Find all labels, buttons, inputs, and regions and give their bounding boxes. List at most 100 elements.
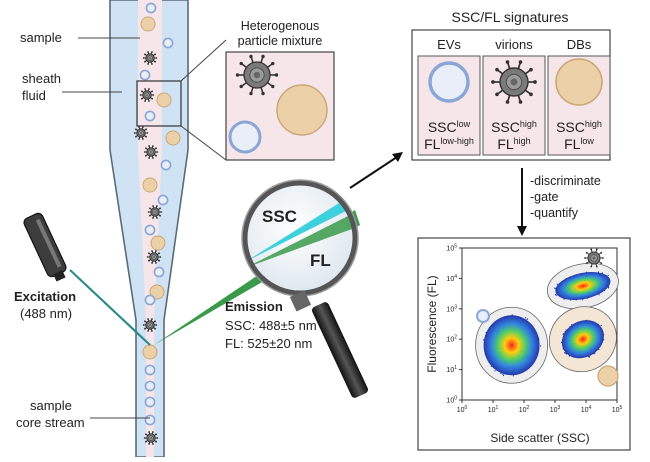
virion-particle xyxy=(143,431,159,445)
plot-db-marker xyxy=(597,365,619,387)
signature-ev-icon xyxy=(428,61,470,103)
magnifier-handle xyxy=(289,290,368,398)
density-heatmap xyxy=(483,315,540,376)
plot-ylabel: Fluorescence (FL) xyxy=(425,275,439,372)
plot-clusters xyxy=(475,262,619,384)
ev-particle xyxy=(144,364,156,376)
x-tick-label: 103 xyxy=(550,405,561,414)
fl-level: high xyxy=(514,136,531,146)
plot-xlabel: Side scatter (SSC) xyxy=(490,431,589,445)
virion-icon xyxy=(235,54,279,96)
plot-ev-marker xyxy=(476,309,490,323)
step-discriminate: -discriminate xyxy=(530,174,601,188)
fl-level: low xyxy=(580,136,594,146)
fl-beam-in-lens xyxy=(245,210,355,268)
ev-particle xyxy=(157,194,169,206)
signature-column-title: EVs xyxy=(437,37,461,52)
virion-icon xyxy=(584,248,604,268)
signature-db-icon xyxy=(555,58,603,106)
ev-particle xyxy=(144,110,156,122)
db-particle xyxy=(150,235,166,251)
fl-base: FL xyxy=(497,136,514,152)
arrow-to-signatures xyxy=(349,154,401,189)
ev-particle xyxy=(139,69,151,81)
core-label-line2: core stream xyxy=(16,415,85,430)
x-tick-label: 104 xyxy=(581,405,592,414)
mixture-label-line1: Heterogenous xyxy=(241,19,320,33)
y-tick-label: 100 xyxy=(446,396,457,405)
mixture-db-particle xyxy=(276,84,328,136)
ev-particle xyxy=(162,37,174,49)
ssc-signature: SSChigh xyxy=(491,119,537,135)
density-heatmap xyxy=(561,320,604,359)
cluster-dbs xyxy=(548,306,617,373)
density-heatmap xyxy=(555,272,611,300)
fl-signature: FLlow-high xyxy=(424,136,474,152)
emission-ssc: SSC: 488±5 nm xyxy=(225,318,317,333)
virion-particle xyxy=(146,250,162,264)
virion-particle xyxy=(139,88,155,102)
virion-particle xyxy=(147,205,163,219)
mixture-ev-particle xyxy=(228,120,262,154)
sheath-label-line2: fluid xyxy=(22,88,46,103)
ev-particle xyxy=(153,266,165,278)
mixture-virion-icon xyxy=(235,54,279,96)
ev-particle xyxy=(144,294,156,306)
ssc-base: SSC xyxy=(428,119,457,135)
virion-particle xyxy=(142,51,158,65)
y-tick-label: 102 xyxy=(446,335,457,344)
excitation-title: Excitation xyxy=(14,289,76,304)
step-quantify: -quantify xyxy=(530,206,579,220)
excitation-wavelength: (488 nm) xyxy=(20,306,72,321)
db-particle xyxy=(149,284,165,300)
virion-particle xyxy=(133,126,149,140)
x-tick-label: 101 xyxy=(488,405,499,414)
db-particle xyxy=(142,177,158,193)
fl-signature: FLhigh xyxy=(497,136,530,152)
signature-card xyxy=(417,55,481,156)
fl-level: low-high xyxy=(440,136,474,146)
ev-particle xyxy=(144,224,156,236)
ssc-beam-in-lens xyxy=(245,190,355,262)
ev-particle xyxy=(144,396,156,408)
cluster-evs xyxy=(475,306,549,384)
core-label-line1: sample xyxy=(30,398,72,413)
ssc-level: high xyxy=(520,119,537,129)
sample-label: sample xyxy=(20,30,62,45)
ev-particle xyxy=(144,414,156,426)
excitation-laser-beam xyxy=(69,269,151,346)
laser-device xyxy=(23,212,67,282)
ssc-signature: SSClow xyxy=(428,119,471,135)
ev-particle xyxy=(144,380,156,392)
virion-particle xyxy=(142,318,158,332)
ssc-level: low xyxy=(457,119,471,129)
y-tick-label: 104 xyxy=(446,274,457,283)
signature-column-title: virions xyxy=(495,37,533,52)
db-particle xyxy=(156,92,172,108)
mixture-label-line2: particle mixture xyxy=(238,34,323,48)
db-particle xyxy=(140,16,156,32)
step-gate: -gate xyxy=(530,190,559,204)
ev-particle xyxy=(145,2,157,14)
signatures-title: SSC/FL signatures xyxy=(452,9,569,25)
ssc-signature: SSChigh xyxy=(556,119,602,135)
ssc-level: high xyxy=(585,119,602,129)
db-particle xyxy=(142,344,158,360)
y-tick-label: 101 xyxy=(446,365,457,374)
signature-columns: EVsSSClowFLlow-highvirionsSSChighFLhighD… xyxy=(417,37,611,156)
emission-fl: FL: 525±20 nm xyxy=(225,336,312,351)
emission-title: Emission xyxy=(225,299,283,314)
signature-column-title: DBs xyxy=(567,37,592,52)
zoom-region-box xyxy=(136,80,182,127)
flow-particles xyxy=(133,2,181,445)
y-tick-label: 105 xyxy=(446,244,457,253)
y-tick-label: 103 xyxy=(446,304,457,313)
fl-base: FL xyxy=(424,136,441,152)
sheath-label-line1: sheath xyxy=(22,71,61,86)
plot-virion-marker xyxy=(584,248,604,268)
fl-signature: FLlow xyxy=(564,136,594,152)
